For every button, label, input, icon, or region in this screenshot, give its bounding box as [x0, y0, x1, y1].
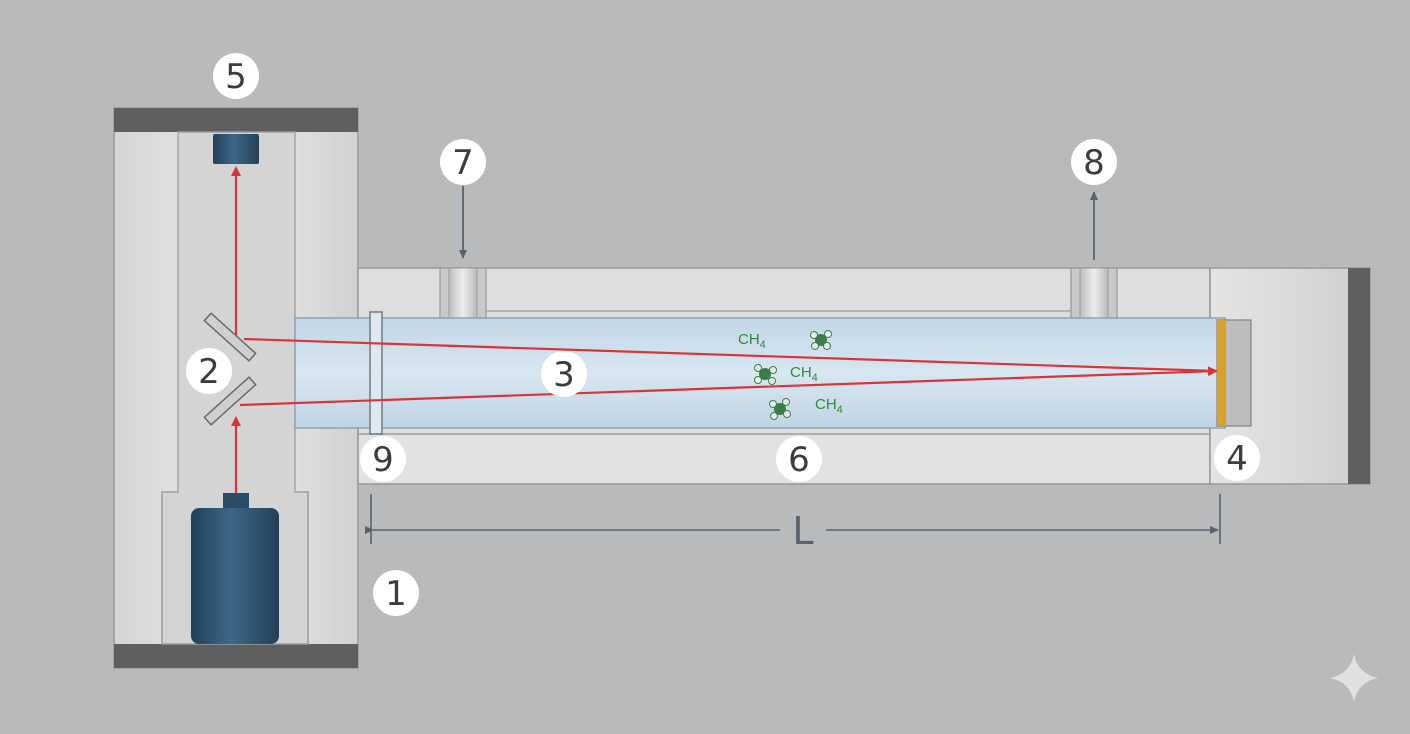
- housing-bottom-cap: [114, 644, 358, 668]
- end-mirror: [1216, 319, 1252, 427]
- lower-mirror: [203, 376, 257, 426]
- svg-text:5: 5: [225, 57, 247, 97]
- svg-text:1: 1: [385, 574, 407, 614]
- length-dimension: [365, 494, 1221, 544]
- callout-6: 6: [776, 436, 822, 482]
- callout-9: 9: [360, 436, 406, 482]
- entrance-window: [369, 311, 383, 435]
- beam-return: [243, 337, 1217, 373]
- svg-text:9: 9: [372, 440, 394, 480]
- svg-text:4: 4: [1226, 439, 1248, 479]
- gas-label-ch4: CH4: [738, 331, 766, 351]
- gas-inlet-port: [439, 267, 487, 319]
- upper-mirror: [203, 312, 257, 362]
- callout-2: 2: [186, 348, 232, 394]
- methane-molecule-icon: [754, 364, 777, 385]
- callout-1: 1: [373, 570, 419, 616]
- laser-beam: [231, 166, 1218, 493]
- gas-label-ch4: CH4: [790, 364, 818, 384]
- methane-molecule-icon: [769, 398, 791, 420]
- housing-top-cap: [114, 108, 358, 132]
- callout-3: 3: [541, 351, 587, 397]
- methane-molecule-icon: [810, 330, 832, 350]
- callout-8: 8: [1071, 139, 1117, 185]
- svg-text:3: 3: [553, 355, 575, 395]
- svg-text:7: 7: [452, 143, 474, 183]
- svg-text:8: 8: [1083, 143, 1105, 183]
- beam-outbound: [239, 366, 1218, 407]
- detector: [213, 134, 259, 164]
- laser-source: [191, 493, 279, 644]
- dimension-label: L: [792, 509, 813, 553]
- gas-outlet-port: [1070, 267, 1118, 319]
- steering-mirrors: [203, 312, 257, 426]
- mirror-gold-coating: [1217, 320, 1226, 426]
- callout-7: 7: [440, 139, 486, 185]
- gas-label-ch4: CH4: [815, 396, 843, 416]
- svg-text:2: 2: [198, 352, 220, 392]
- callout-5: 5: [213, 53, 259, 99]
- callout-4: 4: [1214, 435, 1260, 481]
- sparkle-icon: [1330, 654, 1378, 702]
- svg-text:6: 6: [788, 440, 810, 480]
